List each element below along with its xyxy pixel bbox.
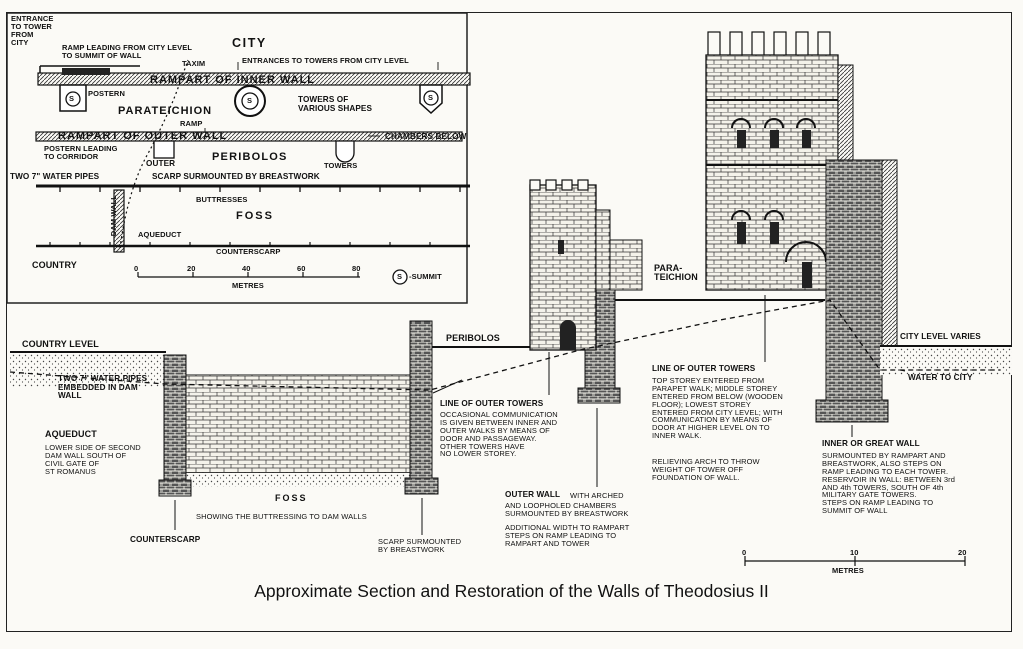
plan-tower-summit-symbol: S [428, 93, 434, 102]
section-drawing [9, 31, 1012, 566]
plan-buttresses-label: BUTTRESSES [196, 195, 248, 204]
outer-wall-note3: ADDITIONAL WIDTH TO RAMPART STEPS ON RAM… [505, 523, 630, 548]
scarp-label: SCARP SURMOUNTED BY BREASTWORK [378, 537, 462, 554]
figure-caption: Approximate Section and Restoration of t… [254, 581, 769, 601]
aqueduct-note: LOWER SIDE OF SECOND DAM WALL SOUTH OF C… [45, 443, 141, 476]
inner-wall-title: INNER OR GREAT WALL [822, 439, 920, 448]
plan-ramp-city-label: RAMP LEADING FROM CITY LEVEL TO SUMMIT O… [62, 43, 193, 60]
plan-counterscarp-label: COUNTERSCARP [216, 247, 281, 256]
plan-outer-label: OUTER [146, 159, 176, 168]
outer-towers-note: OCCASIONAL COMMUNICATION IS GIVEN BETWEE… [440, 410, 558, 459]
towers-line-title: LINE OF OUTER TOWERS [652, 364, 756, 373]
plan-postern-corridor-label: POSTERN LEADING TO CORRIDOR [44, 144, 118, 161]
plan-parateichion-label: PARATEICHION [118, 105, 213, 117]
plan-entrances-towers-label: ENTRANCES TO TOWERS FROM CITY LEVEL [242, 56, 409, 65]
plan-scale-tick: 20 [187, 264, 196, 273]
towers-line-note2: RELIEVING ARCH TO THROW WEIGHT OF TOWER … [652, 457, 760, 482]
outer-towers-title: LINE OF OUTER TOWERS [440, 399, 544, 408]
plan-rampart-inner-label: RAMPART OF INNER WALL [150, 74, 316, 86]
parateichion-label: PARA- TEICHION [654, 263, 698, 283]
section-scale-unit: METRES [832, 566, 864, 575]
section-scale-tick: 0 [742, 548, 747, 557]
plan-scarp-breastwork-label: SCARP SURMOUNTED BY BREASTWORK [152, 172, 320, 181]
plan-entrance-tower-label: ENTRANCE TO TOWER FROM CITY [11, 14, 54, 47]
towers-line-note: TOP STOREY ENTERED FROM PARAPET WALK; MI… [652, 376, 783, 441]
plan-towers-shapes-label: TOWERS OF VARIOUS SHAPES [298, 95, 373, 113]
city-level-label: CITY LEVEL VARIES [900, 332, 981, 341]
plan-dam-wall-label: DAM WALL [109, 195, 118, 237]
plan-scale-tick: 40 [242, 264, 251, 273]
summit-legend-label: -SUMMIT [409, 272, 442, 281]
summit-symbol: S [397, 272, 403, 281]
plan-taxim-label: TAXIM [182, 59, 206, 68]
plan-rampart-outer-label: RAMPART OF OUTER WALL [58, 130, 228, 142]
plan-tower-summit-symbol: S [247, 96, 253, 105]
inner-wall-note: SURMOUNTED BY RAMPART AND BREASTWORK, AL… [822, 451, 956, 516]
plan-inset [6, 12, 471, 304]
foss-label: FOSS [275, 493, 308, 503]
plan-country-label: COUNTRY [32, 260, 77, 270]
plan-chambers-below-label: CHAMBERS BELOW [385, 132, 467, 141]
aqueduct-label: AQUEDUCT [45, 429, 97, 439]
plan-aqueduct-label: AQUEDUCT [138, 230, 182, 239]
water-to-city-label: WATER TO CITY [908, 373, 973, 382]
water-pipes-label: TWO 7" WATER PIPES EMBEDDED IN DAM WALL [58, 374, 148, 401]
plan-ramp-label: RAMP [180, 119, 203, 128]
plan-postern-label: POSTERN [88, 89, 125, 98]
plan-towers-label: TOWERS [324, 161, 358, 170]
counterscarp-label: COUNTERSCARP [130, 535, 201, 544]
outer-wall-note1: WITH ARCHED [570, 491, 624, 500]
peribolos-label: PERIBOLOS [446, 333, 500, 343]
foss-note: SHOWING THE BUTTRESSING TO DAM WALLS [196, 512, 367, 521]
section-scale-tick: 20 [958, 548, 967, 557]
plan-water-pipes-label: TWO 7" WATER PIPES [10, 172, 100, 181]
plan-scale-tick: 60 [297, 264, 306, 273]
plan-scale-unit: METRES [232, 281, 264, 290]
plan-city-label: CITY [232, 36, 267, 50]
outer-wall-note2: AND LOOPHOLED CHAMBERS SURMOUNTED BY BRE… [505, 501, 629, 518]
country-level-label: COUNTRY LEVEL [22, 339, 99, 349]
plan-tower-summit-symbol: S [69, 94, 75, 103]
plan-scale-tick: 80 [352, 264, 361, 273]
plan-foss-label: FOSS [236, 210, 274, 222]
outer-wall-title: OUTER WALL [505, 490, 561, 499]
plan-peribolos-label: PERIBOLOS [212, 151, 288, 163]
section-scale-tick: 10 [850, 548, 859, 557]
plan-scale-tick: 0 [134, 264, 139, 273]
